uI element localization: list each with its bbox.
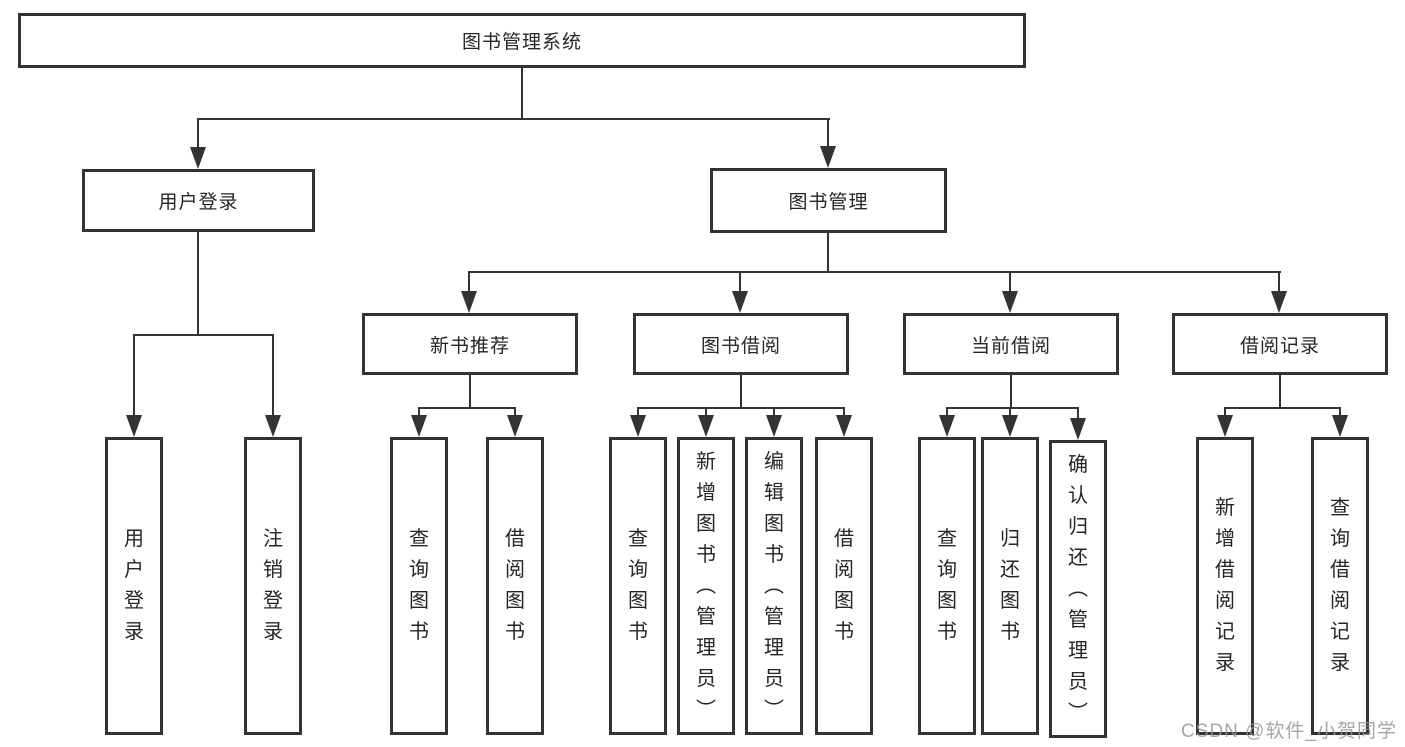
connector-line	[1009, 407, 1011, 421]
leaf-confirm-return-admin-label: 确 认 归 还 ︵ 管 理 员 ︶	[1068, 453, 1088, 724]
arrowhead-down-icon	[126, 415, 142, 437]
arrowhead-down-icon	[1271, 291, 1287, 313]
node-user-login: 用户登录	[82, 169, 315, 232]
connector-line	[197, 232, 199, 335]
node-current-borrow-label: 当前借阅	[970, 335, 1051, 357]
leaf-query-book-1-label: 查 询 图 书	[409, 528, 429, 643]
connector-line	[1279, 375, 1281, 408]
connector-line	[1224, 407, 1226, 421]
arrowhead-down-icon	[766, 415, 782, 437]
node-current-borrow: 当前借阅	[903, 313, 1119, 375]
arrowhead-down-icon	[265, 415, 281, 437]
leaf-borrow-book-1-label: 借 阅 图 书	[505, 528, 525, 643]
leaf-edit-book-admin-label: 编 辑 图 书 ︵ 管 理 员 ︶	[764, 450, 784, 721]
leaf-query-book-3: 查 询 图 书	[918, 437, 976, 735]
connector-line	[469, 375, 471, 408]
connector-line	[197, 118, 199, 152]
connector-line	[637, 407, 639, 421]
connector-line	[843, 407, 845, 421]
arrowhead-down-icon	[507, 415, 523, 437]
connector-line	[272, 334, 274, 416]
connector-line	[468, 271, 470, 295]
leaf-add-book-admin-label: 新 增 图 书 ︵ 管 理 员 ︶	[696, 450, 716, 721]
connector-line	[514, 407, 516, 421]
connector-line	[1339, 407, 1341, 421]
connector-line	[946, 407, 948, 421]
connector-line	[705, 407, 707, 421]
leaf-user-login-label: 用 户 登 录	[124, 528, 144, 643]
arrowhead-down-icon	[461, 291, 477, 313]
leaf-add-borrow-record: 新 增 借 阅 记 录	[1196, 437, 1254, 735]
connector-line	[197, 118, 830, 120]
connector-line	[773, 407, 775, 421]
leaf-borrow-book-2-label: 借 阅 图 书	[834, 528, 854, 643]
connector-line	[1009, 271, 1011, 295]
arrowhead-down-icon	[1070, 418, 1086, 440]
connector-line	[1224, 407, 1341, 409]
node-root-system: 图书管理系统	[18, 13, 1026, 68]
arrowhead-down-icon	[698, 415, 714, 437]
leaf-query-borrow-record: 查 询 借 阅 记 录	[1311, 437, 1369, 735]
leaf-query-book-3-label: 查 询 图 书	[937, 528, 957, 643]
leaf-return-book-label: 归 还 图 书	[1000, 528, 1020, 643]
connector-line	[740, 375, 742, 408]
leaf-return-book: 归 还 图 书	[981, 437, 1039, 735]
leaf-confirm-return-admin: 确 认 归 还 ︵ 管 理 员 ︶	[1049, 440, 1107, 738]
arrowhead-down-icon	[630, 415, 646, 437]
arrowhead-down-icon	[1002, 415, 1018, 437]
leaf-borrow-book-1: 借 阅 图 书	[486, 437, 544, 735]
node-borrow-records: 借阅记录	[1172, 313, 1388, 375]
connector-line	[827, 118, 829, 152]
node-new-book-recommend: 新书推荐	[362, 313, 578, 375]
leaf-user-login: 用 户 登 录	[105, 437, 163, 735]
connector-line	[946, 407, 1079, 409]
arrowhead-down-icon	[836, 415, 852, 437]
connector-line	[827, 233, 829, 273]
node-book-management: 图书管理	[710, 168, 947, 233]
arrowhead-down-icon	[820, 146, 836, 168]
node-user-login-label: 用户登录	[158, 192, 239, 213]
connector-line	[1278, 271, 1280, 295]
arrowhead-down-icon	[411, 415, 427, 437]
leaf-add-borrow-record-label: 新 增 借 阅 记 录	[1215, 497, 1235, 674]
leaf-borrow-book-2: 借 阅 图 书	[815, 437, 873, 735]
arrowhead-down-icon	[190, 147, 206, 169]
connector-line	[521, 68, 523, 120]
connector-line	[739, 271, 741, 295]
leaf-add-book-admin: 新 增 图 书 ︵ 管 理 员 ︶	[677, 437, 735, 735]
connector-line	[1077, 407, 1079, 423]
arrowhead-down-icon	[732, 291, 748, 313]
leaf-query-book-2-label: 查 询 图 书	[628, 528, 648, 643]
node-book-borrow-label: 图书借阅	[700, 335, 781, 357]
arrowhead-down-icon	[1332, 415, 1348, 437]
leaf-logout: 注 销 登 录	[244, 437, 302, 735]
node-new-book-recommend-label: 新书推荐	[429, 335, 510, 357]
connector-line	[637, 407, 845, 409]
node-borrow-records-label: 借阅记录	[1239, 335, 1320, 357]
connector-line	[418, 407, 420, 421]
leaf-query-book-1: 查 询 图 书	[390, 437, 448, 735]
arrowhead-down-icon	[1002, 291, 1018, 313]
connector-line	[133, 334, 274, 336]
arrowhead-down-icon	[1217, 415, 1233, 437]
leaf-logout-label: 注 销 登 录	[263, 528, 283, 643]
leaf-query-book-2: 查 询 图 书	[609, 437, 667, 735]
connector-line	[1010, 375, 1012, 408]
node-book-borrow: 图书借阅	[633, 313, 849, 375]
connector-line	[133, 334, 135, 416]
arrowhead-down-icon	[939, 415, 955, 437]
connector-line	[418, 407, 516, 409]
node-root-label: 图书管理系统	[461, 32, 582, 53]
leaf-edit-book-admin: 编 辑 图 书 ︵ 管 理 员 ︶	[745, 437, 803, 735]
leaf-query-borrow-record-label: 查 询 借 阅 记 录	[1330, 497, 1350, 674]
connector-line	[468, 271, 1281, 273]
watermark: CSDN @软件_小贺同学	[1181, 721, 1397, 742]
node-book-management-label: 图书管理	[788, 192, 869, 213]
